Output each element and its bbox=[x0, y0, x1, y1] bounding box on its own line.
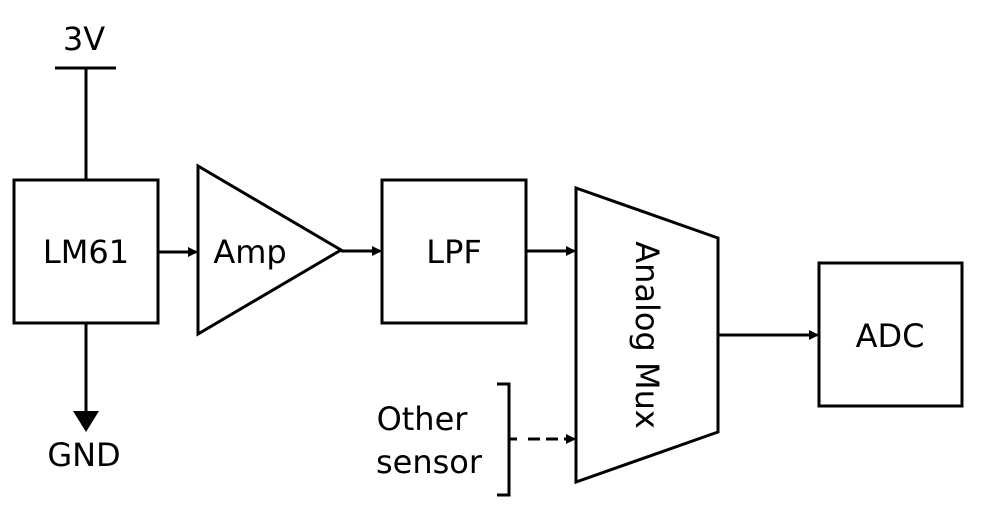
sensor-block-label: LM61 bbox=[43, 233, 129, 271]
ground-label: GND bbox=[47, 436, 120, 474]
other-input-line-2: sensor bbox=[376, 443, 483, 481]
amplifier-block bbox=[196, 163, 344, 337]
other-input-brace bbox=[497, 382, 517, 497]
filter-block-label: LPF bbox=[426, 233, 482, 271]
converter-block-label: ADC bbox=[856, 317, 925, 355]
mux-label: Analog Mux bbox=[628, 241, 666, 429]
amplifier-label: Amp bbox=[213, 233, 286, 271]
other-input-line-1: Other bbox=[377, 400, 469, 438]
converter-block bbox=[817, 261, 964, 408]
ground-arrow-icon bbox=[73, 411, 99, 432]
sensor-block bbox=[12, 178, 160, 325]
filter-block bbox=[380, 178, 528, 325]
supply-label: 3V bbox=[63, 20, 105, 58]
mux-block bbox=[574, 185, 720, 485]
